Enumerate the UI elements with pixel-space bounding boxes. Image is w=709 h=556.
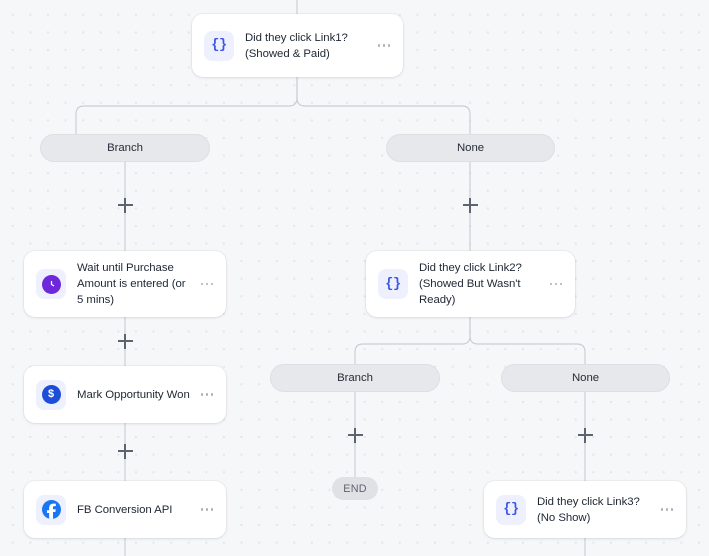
clock-icon — [36, 269, 66, 299]
facebook-f-icon — [46, 503, 56, 519]
branch-pill-none[interactable]: None — [386, 134, 555, 162]
branch2-pill-none[interactable]: None — [501, 364, 670, 392]
dot — [549, 282, 553, 286]
facebook-icon-circle — [41, 500, 61, 519]
node-wait-purchase-more-options[interactable] — [197, 275, 217, 293]
dot — [660, 508, 664, 511]
dot — [670, 508, 674, 511]
branch-pill-label: None — [571, 372, 600, 384]
clock-icon-circle — [41, 274, 61, 294]
node-wait-purchase-label: Wait until Purchase Amount is entered (o… — [77, 262, 186, 306]
node-link2-label: Did they click Link2? (Showed But Wasn't… — [419, 262, 522, 306]
node-mark-opportunity-won-label: Mark Opportunity Won — [77, 388, 190, 401]
node-link1[interactable]: {} Did they click Link1? (Showed & Paid) — [192, 14, 403, 77]
branch2-pill-branch[interactable]: Branch — [270, 364, 440, 392]
node-link3-more-options[interactable] — [657, 501, 677, 519]
add-node-button-below-branch2-right[interactable] — [577, 427, 593, 443]
branch-pill-label: Branch — [107, 142, 143, 154]
add-node-button-below-branch-right[interactable] — [462, 197, 478, 213]
edge-link2-to-branch2-right — [469, 317, 586, 364]
dot — [554, 282, 558, 286]
dollar-icon-circle: $ — [41, 385, 61, 404]
node-link1-label-line1: Did they click Link1? — [245, 31, 348, 44]
braces-icon-glyph: {} — [503, 502, 519, 517]
node-link3-label: Did they click Link3? (No Show) — [537, 495, 640, 524]
add-node-button-below-mark-won[interactable] — [117, 443, 133, 459]
dot — [382, 44, 386, 47]
braces-icon-glyph: {} — [211, 38, 227, 53]
add-node-button-below-wait[interactable] — [117, 333, 133, 349]
node-wait-purchase[interactable]: Wait until Purchase Amount is entered (o… — [24, 251, 226, 317]
dot — [200, 393, 204, 396]
dot — [387, 44, 391, 47]
node-fb-conversion-api-more-options[interactable] — [197, 501, 217, 519]
dot — [210, 508, 214, 511]
facebook-icon — [36, 494, 66, 525]
dollar-icon: $ — [36, 379, 66, 410]
braces-icon: {} — [496, 494, 526, 525]
add-node-button-below-branch2-left[interactable] — [347, 427, 363, 443]
branch-pill-label: None — [456, 142, 485, 154]
dot — [665, 508, 669, 511]
edge-link1-to-branch-right — [296, 77, 471, 134]
end-terminator-label: END — [343, 482, 367, 495]
dot — [559, 282, 563, 286]
node-link1-label-line2: (Showed & Paid) — [245, 47, 330, 60]
node-link3[interactable]: {} Did they click Link3? (No Show) — [484, 481, 686, 538]
braces-icon-glyph: {} — [385, 276, 401, 292]
dot — [205, 393, 209, 396]
braces-icon: {} — [204, 30, 234, 61]
edge-link2-to-branch2-left — [354, 317, 471, 364]
node-link2[interactable]: {} Did they click Link2? (Showed But Was… — [366, 251, 575, 317]
dot — [210, 282, 214, 286]
dot — [205, 282, 209, 286]
node-fb-conversion-api-label: FB Conversion API — [77, 503, 173, 516]
end-terminator[interactable]: END — [332, 477, 378, 500]
node-fb-conversion-api[interactable]: FB Conversion API — [24, 481, 226, 538]
dollar-icon-glyph: $ — [47, 388, 55, 400]
node-link1-label: Did they click Link1? (Showed & Paid) — [245, 30, 374, 62]
branch-pill-label: Branch — [337, 372, 373, 384]
braces-icon: {} — [378, 269, 408, 299]
node-mark-opportunity-won-more-options[interactable] — [197, 386, 217, 404]
dot — [205, 508, 209, 511]
branch-pill-branch[interactable]: Branch — [40, 134, 210, 162]
node-mark-opportunity-won[interactable]: $ Mark Opportunity Won — [24, 366, 226, 423]
dot — [200, 282, 204, 286]
dot — [200, 508, 204, 511]
node-link1-more-options[interactable] — [374, 37, 394, 55]
dot — [210, 393, 214, 396]
clock-hands-icon — [50, 280, 54, 286]
node-link2-more-options[interactable] — [546, 275, 566, 293]
add-node-button-below-branch-left[interactable] — [117, 197, 133, 213]
edge-link1-to-branch-left — [75, 77, 298, 134]
dot — [377, 44, 381, 47]
